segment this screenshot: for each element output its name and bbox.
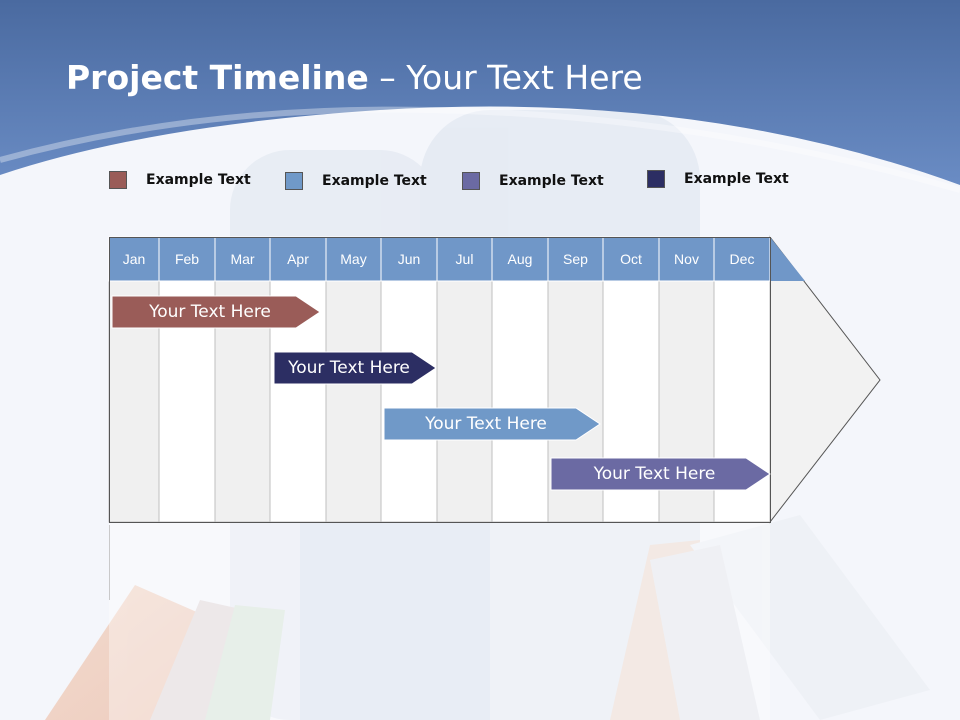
legend-label-1: Example Text: [146, 172, 251, 188]
month-header-may: [325, 236, 382, 282]
legend-item-4: Example Text: [647, 170, 789, 188]
legend-swatch-4: [647, 170, 665, 188]
timeline-bar-label-2: Your Text Here: [288, 358, 410, 378]
month-label-jul: Jul: [455, 251, 474, 267]
legend-label-3: Example Text: [499, 173, 604, 189]
month-header-mar: [214, 236, 271, 282]
slide-title: Project Timeline – Your Text Here: [66, 58, 643, 97]
month-header-sep: [547, 236, 604, 282]
timeline-bar-3: [383, 407, 601, 441]
legend-swatch-3: [462, 172, 480, 190]
timeline-bar-4: [550, 457, 771, 491]
month-label-sep: Sep: [563, 251, 588, 267]
legend-item-3: Example Text: [462, 172, 604, 190]
month-label-may: May: [340, 251, 367, 267]
timeline-bar-1: [111, 295, 321, 329]
timeline-bar-label-4: Your Text Here: [593, 464, 716, 484]
month-label-oct: Oct: [620, 251, 642, 267]
month-header-apr: [269, 236, 327, 282]
title-bold: Project Timeline: [66, 58, 369, 97]
month-column-may: [325, 280, 382, 523]
month-header-jan: [108, 236, 160, 282]
month-label-mar: Mar: [230, 251, 255, 267]
timeline-reflection: [109, 523, 770, 720]
timeline-arrow-header-fill: [770, 237, 805, 281]
month-label-dec: Dec: [729, 251, 755, 267]
month-header-oct: [602, 236, 660, 282]
legend-swatch-1: [109, 171, 127, 189]
timeline-bar-2: [273, 351, 437, 385]
month-label-feb: Feb: [174, 251, 200, 267]
title-rest: – Your Text Here: [368, 58, 643, 97]
legend-label-2: Example Text: [322, 173, 427, 189]
timeline-bar-label-3: Your Text Here: [425, 414, 547, 434]
legend-label-4: Example Text: [684, 171, 789, 187]
month-column-jun: [380, 280, 438, 523]
month-label-nov: Nov: [674, 251, 699, 267]
legend-item-2: Example Text: [285, 172, 427, 190]
month-column-jul: [436, 280, 493, 523]
timeline-bar-label-1: Your Text Here: [149, 302, 271, 322]
month-label-apr: Apr: [287, 251, 309, 267]
month-label-jun: Jun: [397, 251, 421, 267]
month-label-jan: Jan: [122, 251, 146, 267]
month-header-aug: [491, 236, 549, 282]
legend-swatch-2: [285, 172, 303, 190]
month-column-aug: [491, 280, 549, 523]
timeline-frame: [109, 237, 771, 523]
month-label-aug: Aug: [507, 251, 533, 267]
legend-item-1: Example Text: [109, 171, 251, 189]
